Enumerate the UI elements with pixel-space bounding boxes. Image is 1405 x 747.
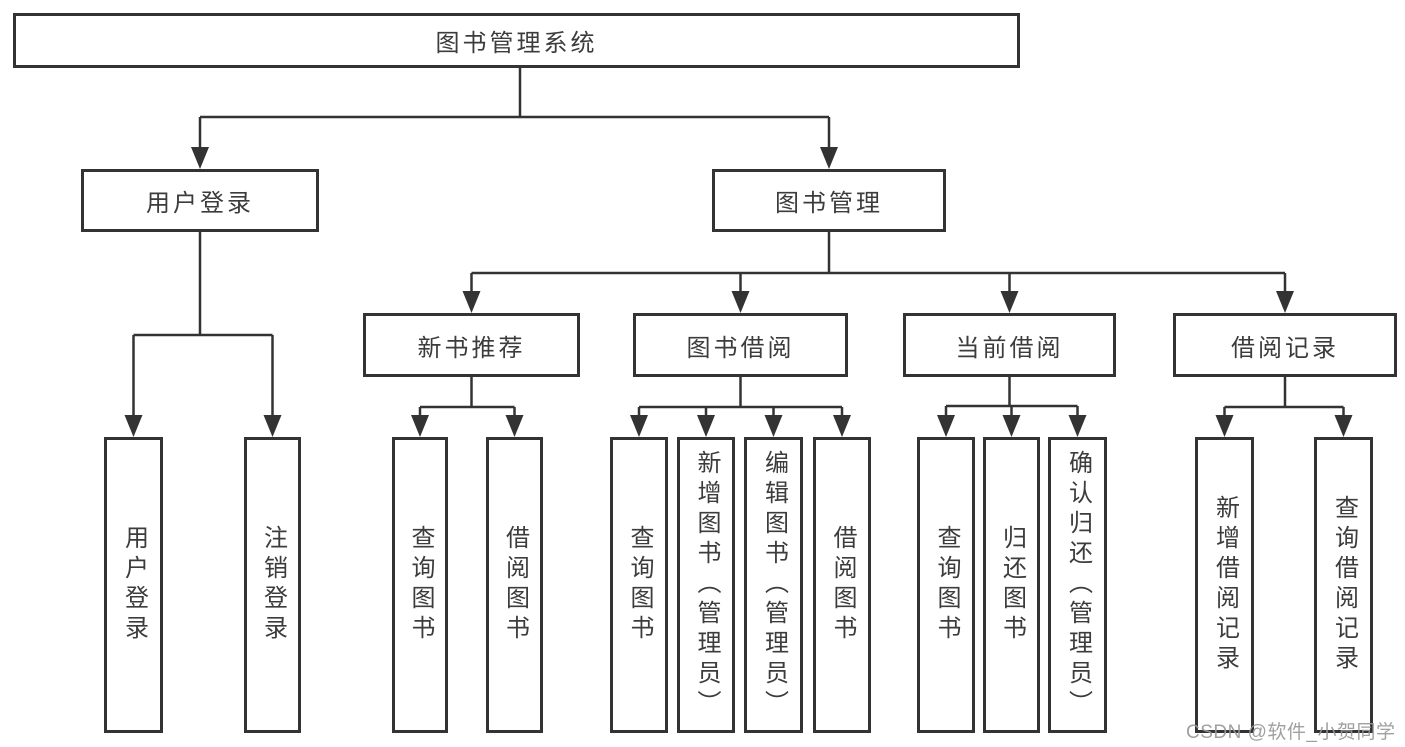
leaf-logout: 注销登录	[244, 437, 301, 733]
leaf-borrow-books-recommend: 借阅图书	[486, 437, 543, 733]
leaf-return-book: 归还图书	[983, 437, 1040, 733]
node-new-book-recommend: 新书推荐	[363, 313, 580, 377]
leaf-label: 新增图书（管理员）	[693, 450, 720, 720]
leaf-label: 借阅图书	[501, 525, 529, 645]
leaf-query-borrow-record: 查询借阅记录	[1314, 437, 1373, 733]
node-book-borrow: 图书借阅	[633, 313, 848, 377]
node-label: 用户登录	[146, 190, 254, 217]
node-label: 图书管理系统	[435, 30, 598, 57]
leaf-label: 查询图书	[626, 525, 653, 645]
node-library-system: 图书管理系统	[13, 13, 1020, 68]
csdn-watermark: CSDN @软件_小贺同学	[1186, 722, 1396, 743]
arrowheads	[124, 147, 1353, 437]
leaf-borrow-books: 借阅图书	[813, 437, 871, 733]
leaf-add-book-admin: 新增图书（管理员）	[677, 437, 735, 733]
leaf-label: 注销登录	[259, 525, 287, 645]
leaf-label: 用户登录	[120, 525, 148, 645]
leaf-label: 新增借阅记录	[1211, 495, 1239, 675]
leaf-edit-book-admin: 编辑图书（管理员）	[744, 437, 803, 733]
node-borrow-records: 借阅记录	[1173, 313, 1397, 377]
leaf-label: 查询图书	[407, 525, 434, 645]
leaf-query-books-borrow: 查询图书	[610, 437, 668, 733]
node-user-login: 用户登录	[81, 169, 319, 232]
node-book-management: 图书管理	[712, 169, 946, 232]
leaf-confirm-return-admin: 确认归还（管理员）	[1048, 437, 1107, 733]
leaf-user-login: 用户登录	[104, 437, 163, 733]
leaf-query-books-current: 查询图书	[917, 437, 975, 733]
node-label: 当前借阅	[955, 334, 1064, 362]
leaf-label: 借阅图书	[829, 525, 856, 645]
node-label: 借阅记录	[1231, 334, 1339, 362]
node-current-borrow: 当前借阅	[903, 313, 1116, 377]
leaf-label: 归还图书	[998, 525, 1026, 645]
leaf-query-books-recommend: 查询图书	[392, 437, 448, 733]
node-label: 图书管理	[775, 190, 883, 217]
node-label: 图书借阅	[686, 334, 795, 362]
node-label: 新书推荐	[417, 334, 526, 362]
leaf-add-borrow-record: 新增借阅记录	[1195, 437, 1254, 733]
leaf-label: 确认归还（管理员）	[1064, 450, 1092, 720]
leaf-label: 查询图书	[933, 525, 960, 645]
leaf-label: 查询借阅记录	[1330, 495, 1358, 675]
leaf-label: 编辑图书（管理员）	[760, 450, 788, 720]
